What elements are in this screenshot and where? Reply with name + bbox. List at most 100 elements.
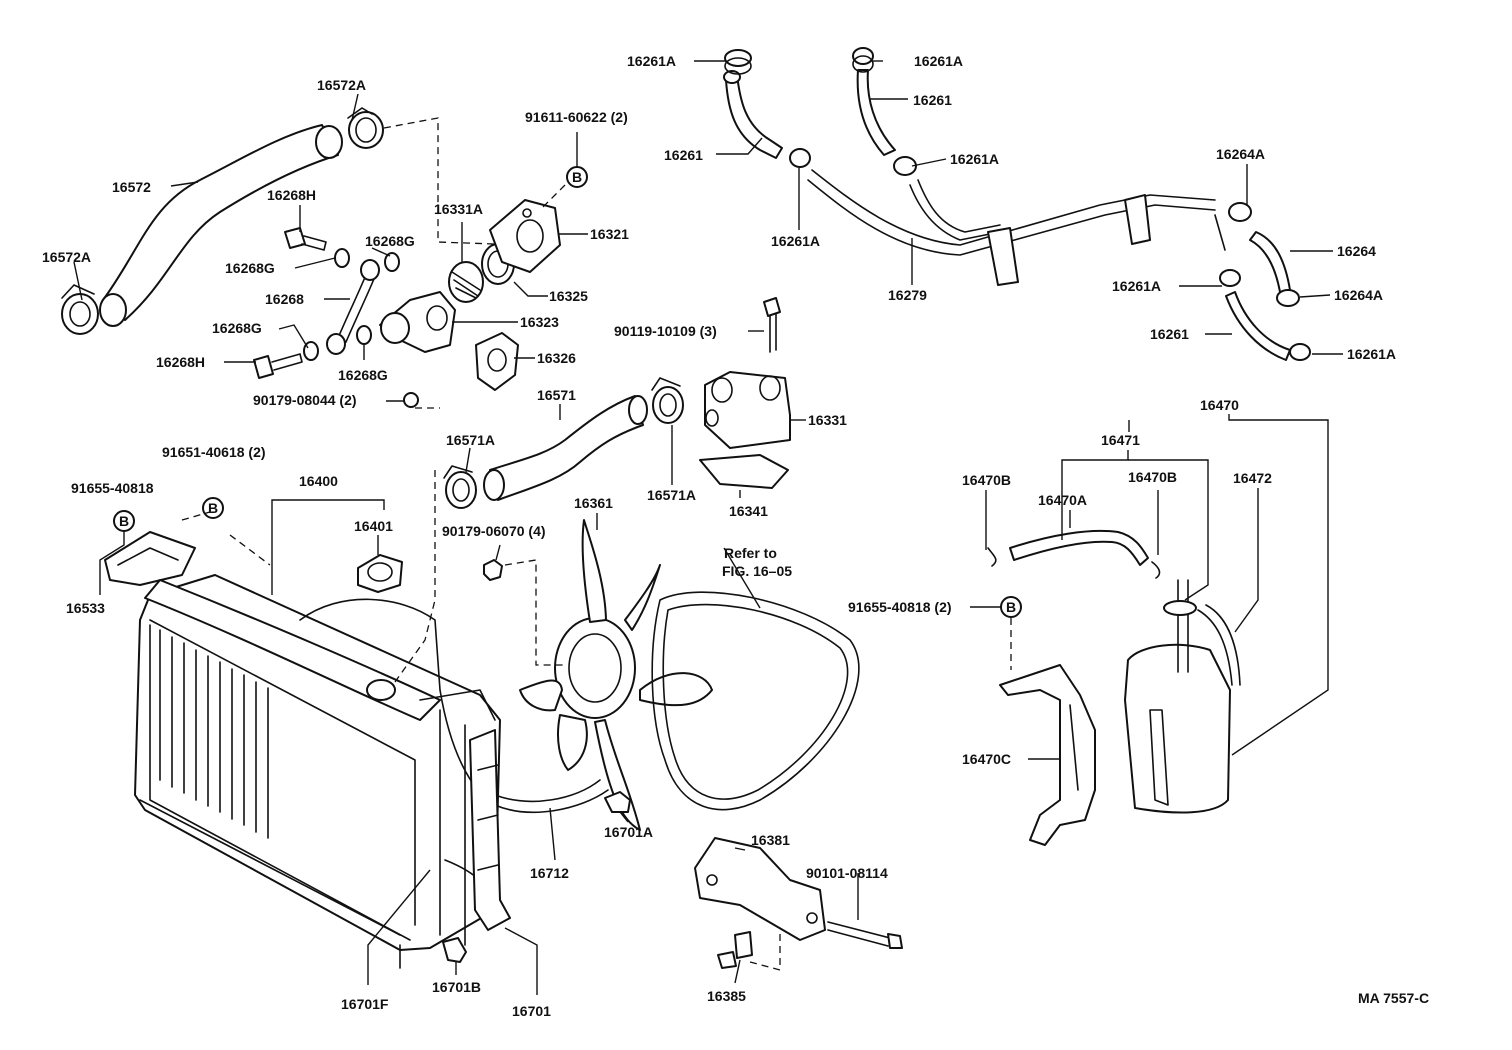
label-16341: 16341 [729, 503, 768, 519]
clamp-16261A-b [789, 148, 811, 168]
part-labels: 16572A 16572 16572A 16268H 16268G 16268G… [42, 53, 1429, 1019]
gasket-16268G-group [303, 248, 400, 361]
label-16261-3: 16261 [1150, 326, 1189, 342]
cooling-fan-16361 [519, 519, 713, 831]
water-bypass-pipe-16279 [807, 169, 1226, 286]
nut-90179-08044 [403, 392, 419, 408]
label-90119-10109: 90119-10109 (3) [614, 323, 717, 339]
label-91655-40818-left: 91655-40818 [71, 480, 154, 496]
clamp-16261A-f [1289, 343, 1311, 361]
label-16472: 16472 [1233, 470, 1272, 486]
label-16471: 16471 [1101, 432, 1140, 448]
label-16712: 16712 [530, 865, 569, 881]
leader-lines [73, 60, 1343, 995]
svg-text:B: B [119, 513, 129, 529]
label-16261-1: 16261 [664, 147, 703, 163]
label-16572A-left: 16572A [42, 249, 91, 265]
label-16323: 16323 [520, 314, 559, 330]
svg-text:B: B [208, 500, 218, 516]
label-16701F: 16701F [341, 996, 389, 1012]
reservoir-tank-16472 [1124, 579, 1241, 814]
label-91655-40818-right: 91655-40818 (2) [848, 599, 952, 615]
bolt-90119-10109 [763, 297, 781, 353]
label-16701A: 16701A [604, 824, 653, 840]
callout-b-91651: B [202, 497, 224, 519]
label-16381: 16381 [751, 832, 790, 848]
label-16701B: 16701B [432, 979, 481, 995]
nut-90179-06070 [483, 559, 503, 581]
radiator-16400 [134, 574, 501, 969]
overflow-hose-16470A [1009, 529, 1149, 566]
label-16470C: 16470C [962, 751, 1011, 767]
callout-b-91611: B [566, 166, 588, 188]
label-16470B-right: 16470B [1128, 469, 1177, 485]
bolt-90101-08114 [827, 921, 903, 949]
water-inlet-housing-16321 [489, 199, 561, 273]
hose-16261-upper-right [856, 69, 896, 156]
hose-clamp-16572A-left [61, 284, 99, 335]
label-16264: 16264 [1337, 243, 1376, 259]
clamp-16264A-top [1228, 202, 1252, 222]
clamp-16261A-c [852, 47, 874, 73]
label-16572A-top: 16572A [317, 77, 366, 93]
gasket-16326 [475, 332, 519, 391]
label-16261A-6: 16261A [1347, 346, 1396, 362]
clamp-16261A-a [724, 49, 752, 75]
water-outlet-16323 [379, 291, 456, 353]
label-16261A-2: 16261A [914, 53, 963, 69]
label-16571A-right: 16571A [647, 487, 696, 503]
label-16701: 16701 [512, 1003, 551, 1019]
reservoir-bracket-16470C [999, 664, 1096, 846]
bypass-pipe-16268 [326, 259, 380, 355]
label-16470A: 16470A [1038, 492, 1087, 508]
label-16325: 16325 [549, 288, 588, 304]
clamp-16261A-d [893, 156, 917, 176]
clip-16701A [604, 791, 631, 813]
label-91651-40618: 91651-40618 (2) [162, 444, 266, 460]
radiator-cap-16401 [357, 554, 403, 593]
gasket-16341 [699, 454, 789, 489]
bracket-16381 [694, 837, 826, 941]
label-16261-2: 16261 [913, 92, 952, 108]
water-inlet-16331 [704, 371, 791, 449]
thermostat-16331A [448, 261, 484, 303]
label-16331A: 16331A [434, 201, 483, 217]
hose-clamp-16571A-left [443, 465, 477, 509]
fan-shroud-16701 [469, 729, 511, 931]
label-16470B-left: 16470B [962, 472, 1011, 488]
label-reference-code: MA 7557-C [1358, 990, 1429, 1006]
part-16385 [717, 931, 753, 969]
hose-16261-lower [1225, 291, 1291, 361]
callout-b-91655-left: B [113, 510, 135, 532]
label-16331: 16331 [808, 412, 847, 428]
label-16571: 16571 [537, 387, 576, 403]
label-16400: 16400 [299, 473, 338, 489]
clamp-16261A-e [1219, 269, 1241, 287]
hose-16264 [1249, 231, 1291, 293]
label-16268G-3: 16268G [212, 320, 262, 336]
label-91611-60622: 91611-60622 (2) [525, 109, 628, 125]
label-16533: 16533 [66, 600, 105, 616]
label-16268: 16268 [265, 291, 304, 307]
label-90101-08114: 90101-08114 [806, 865, 888, 881]
label-16401: 16401 [354, 518, 393, 534]
label-16261A-1: 16261A [627, 53, 676, 69]
bracket-16533 [104, 531, 196, 586]
label-16321: 16321 [590, 226, 629, 242]
label-16385: 16385 [707, 988, 746, 1004]
label-16268H-bottom: 16268H [156, 354, 205, 370]
label-16571A-left: 16571A [446, 432, 495, 448]
label-16261A-3: 16261A [950, 151, 999, 167]
label-16572: 16572 [112, 179, 151, 195]
label-16361: 16361 [574, 495, 613, 511]
clip-16470B [987, 547, 1161, 579]
label-16264A-bottom: 16264A [1334, 287, 1383, 303]
callout-b-91655-right: B [1000, 596, 1022, 618]
hose-16261-upper-left [723, 70, 783, 159]
label-90179-06070: 90179-06070 (4) [442, 523, 546, 539]
label-16264A-top: 16264A [1216, 146, 1265, 162]
radiator-upper-hose-16572 [99, 124, 343, 327]
bolt-16268H-bottom [253, 353, 303, 379]
label-16261A-4: 16261A [771, 233, 820, 249]
